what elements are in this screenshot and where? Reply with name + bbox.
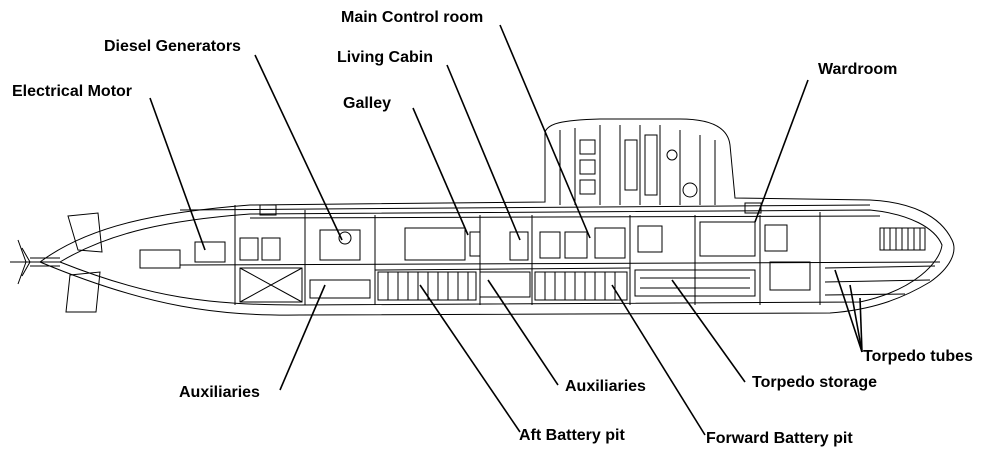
- label-aft-battery-pit: Aft Battery pit: [519, 427, 625, 444]
- leader-torpedo-tubes-1: [834, 269, 863, 353]
- leader-main-control-room: [499, 24, 591, 239]
- label-torpedo-tubes: Torpedo tubes: [863, 348, 973, 365]
- label-auxiliaries-aft: Auxiliaries: [179, 384, 260, 401]
- leader-electrical-motor: [149, 97, 206, 251]
- leader-living-cabin: [446, 64, 521, 241]
- label-electrical-motor: Electrical Motor: [12, 83, 133, 100]
- label-auxiliaries-mid: Auxiliaries: [565, 378, 646, 395]
- leader-galley: [412, 107, 469, 236]
- label-living-cabin: Living Cabin: [337, 49, 433, 66]
- hull-outline: [38, 118, 955, 316]
- label-main-control-room: Main Control room: [341, 9, 484, 26]
- forward-battery-pit-box: [534, 271, 628, 301]
- leader-aft-battery-pit: [419, 284, 521, 433]
- label-wardroom: Wardroom: [818, 61, 898, 78]
- leader-forward-battery-pit: [611, 284, 706, 436]
- aft-battery-pit-box: [377, 271, 477, 301]
- label-diesel-generators: Diesel Generators: [104, 38, 241, 55]
- leader-diesel-generators: [254, 54, 343, 241]
- leader-auxiliaries-mid: [487, 279, 559, 386]
- label-torpedo-storage: Torpedo storage: [752, 374, 878, 391]
- label-forward-battery-pit: Forward Battery pit: [706, 430, 853, 447]
- leader-auxiliaries-aft: [279, 284, 326, 391]
- leader-wardroom: [754, 79, 809, 223]
- label-galley: Galley: [343, 95, 392, 112]
- leader-torpedo-storage: [671, 279, 746, 383]
- propeller: [17, 239, 31, 285]
- lower-rudder: [65, 271, 101, 313]
- upper-rudder: [67, 212, 103, 253]
- leader-torpedo-tubes-3: [859, 297, 863, 353]
- leader-torpedo-tubes-2: [849, 284, 863, 353]
